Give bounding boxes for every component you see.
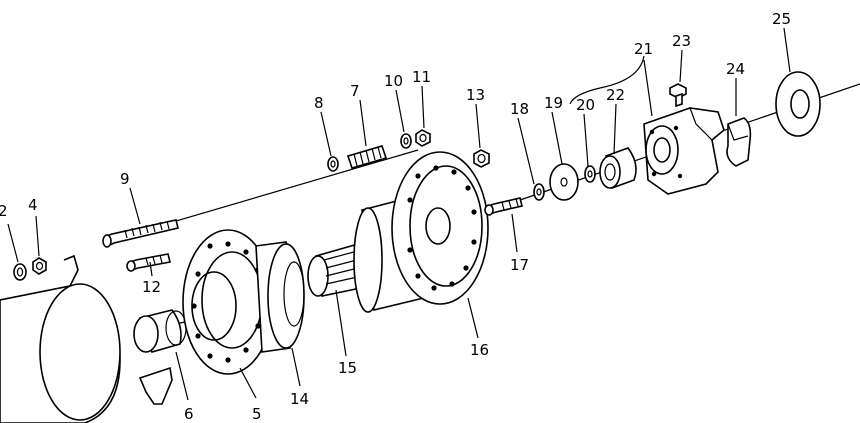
part-7-spring xyxy=(346,145,388,169)
part-10-washer xyxy=(400,133,412,149)
label-part-10: 10 xyxy=(384,72,403,90)
label-part-6: 6 xyxy=(184,405,194,423)
label-part-20: 20 xyxy=(576,96,595,114)
part-22-bushing xyxy=(599,147,637,190)
label-part-23: 23 xyxy=(672,32,691,50)
part-4-nut xyxy=(32,257,47,275)
label-part-15: 15 xyxy=(338,359,357,377)
label-part-12: 12 xyxy=(142,278,161,296)
part-8-washer xyxy=(327,156,339,172)
part-2-nut xyxy=(13,263,27,281)
part-23-bolt xyxy=(669,83,687,108)
label-part-14: 14 xyxy=(290,390,309,408)
part-20-ring xyxy=(584,165,596,183)
label-part-21: 21 xyxy=(634,40,653,58)
part-6-bushing xyxy=(133,309,187,353)
label-part-18: 18 xyxy=(510,100,529,118)
part-5-flange xyxy=(182,229,274,375)
part-number-labels: 2 4 5 6 7 8 9 10 11 12 13 14 15 16 17 18… xyxy=(0,10,791,423)
label-part-8: 8 xyxy=(314,94,324,112)
part-14-hub-ring xyxy=(255,241,305,353)
part-17-bolt xyxy=(484,197,523,216)
part-12-short-bolt xyxy=(126,253,171,272)
part-21-bracket xyxy=(643,107,725,195)
label-part-9: 9 xyxy=(120,170,130,188)
label-part-2: 2 xyxy=(0,202,8,220)
label-part-17: 17 xyxy=(510,256,529,274)
part-25-large-washer xyxy=(775,71,821,137)
leader-lines xyxy=(7,27,791,401)
part-24-cam xyxy=(726,117,752,167)
label-part-7: 7 xyxy=(350,82,360,100)
label-part-16: 16 xyxy=(470,341,489,359)
label-part-22: 22 xyxy=(606,86,625,104)
part-11-nut xyxy=(415,129,431,147)
label-part-19: 19 xyxy=(544,94,563,112)
part-19-washer-disc xyxy=(549,163,579,201)
part-16-flanged-housing xyxy=(353,151,489,313)
label-part-13: 13 xyxy=(466,86,485,104)
housing-drum xyxy=(0,254,173,423)
part-18-washer xyxy=(533,183,545,201)
label-part-4: 4 xyxy=(28,196,38,214)
label-part-11: 11 xyxy=(412,68,431,86)
label-part-5: 5 xyxy=(252,405,262,423)
part-9-long-bolt xyxy=(102,219,179,248)
label-part-24: 24 xyxy=(726,60,745,78)
label-part-25: 25 xyxy=(772,10,791,28)
part-13-nut xyxy=(473,149,490,168)
